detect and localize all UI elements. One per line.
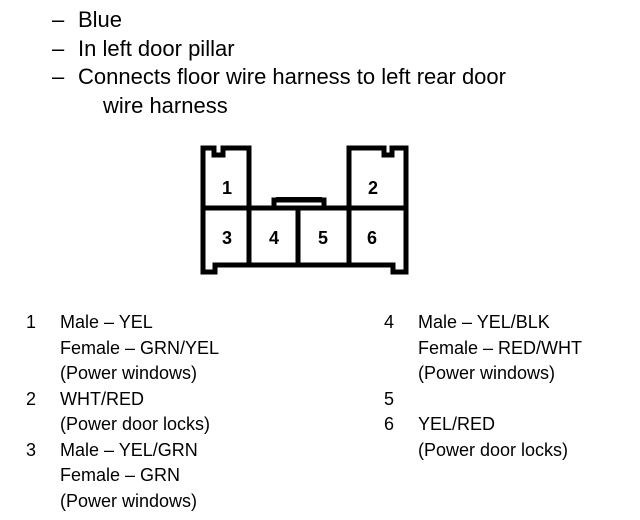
pin-description-line: Male – YEL (60, 312, 153, 332)
note-text: In left door pillar (78, 35, 235, 61)
pin-list-left: 1 Male – YEL Female – GRN/YEL (Power window… (26, 310, 219, 514)
pin-label-3: 3 (222, 228, 232, 248)
pin-number: 1 (26, 312, 37, 332)
pin-description-line: (Power windows) (60, 363, 198, 383)
pin-number: 5 (384, 388, 395, 409)
pin-description: WHT/RED (Power door locks) (60, 387, 210, 438)
connector-latch (276, 197, 322, 201)
pin-number: 4 (384, 312, 395, 332)
pin-description-line: (Power windows) (418, 363, 556, 383)
pin-label-2: 2 (368, 178, 378, 198)
pin-description-line: Female – RED/WHT (418, 337, 583, 358)
pin-description-line: YEL/RED (418, 414, 496, 434)
pin-description-line: Female – GRN/YEL (60, 337, 220, 358)
pin-description-line: Male – YEL/BLK (418, 312, 550, 332)
pin-description-line: WHT/RED (60, 388, 144, 409)
pin-label-4: 4 (269, 228, 279, 248)
pin-entry-1: 1 Male – YEL Female – GRN/YEL (Power window… (26, 310, 219, 387)
connector-notes: – Blue – In left door pillar – Connects … (52, 6, 506, 120)
pin-number: 3 (26, 439, 37, 460)
pin-description-line: Male – YEL/GRN (60, 439, 198, 460)
pin-description: Male – YEL/BLK Female – RED/WHT (Power win… (418, 310, 582, 387)
pin-list-right: 4 Male – YEL/BLK Female – RED/WHT (Power wi… (384, 310, 582, 463)
pin-entry-6: 6 YEL/RED (Power door locks) (384, 412, 582, 463)
pin-description: Male – YEL Female – GRN/YEL (Power windows… (60, 310, 219, 387)
pin-number: 6 (384, 414, 395, 434)
pin-entry-5: 5 (384, 387, 582, 413)
note-location: – In left door pillar (52, 35, 506, 64)
note-text: Connects floor wire harness to left rear… (78, 64, 506, 89)
pin-entry-2: 2 WHT/RED (Power door locks) (26, 387, 219, 438)
pin-entry-4: 4 Male – YEL/BLK Female – RED/WHT (Power wi… (384, 310, 582, 387)
note-color: – Blue (52, 6, 506, 35)
note-connection: – Connects floor wire harness to left re… (52, 63, 506, 92)
note-connection-continuation: wire harness (103, 92, 228, 118)
pin-entry-3: 3 Male – YEL/GRN Female – GRN (Power window… (26, 438, 219, 515)
pin-label-5: 5 (318, 228, 328, 248)
connector-housing-outline (200, 145, 409, 275)
pin-number: 2 (26, 388, 37, 409)
pin-description: YEL/RED (Power door locks) (418, 412, 568, 463)
pin-description-line: (Power windows) (60, 490, 198, 511)
pin-label-6: 6 (367, 228, 377, 248)
pin-description-line: Female – GRN (60, 465, 181, 485)
pin-label-1: 1 (222, 178, 232, 198)
pin-description: Male – YEL/GRN Female – GRN (Power windows… (60, 438, 198, 515)
pin-description-line: (Power door locks) (418, 439, 569, 460)
pin-description-line: (Power door locks) (60, 414, 211, 434)
note-text: Blue (78, 7, 123, 32)
